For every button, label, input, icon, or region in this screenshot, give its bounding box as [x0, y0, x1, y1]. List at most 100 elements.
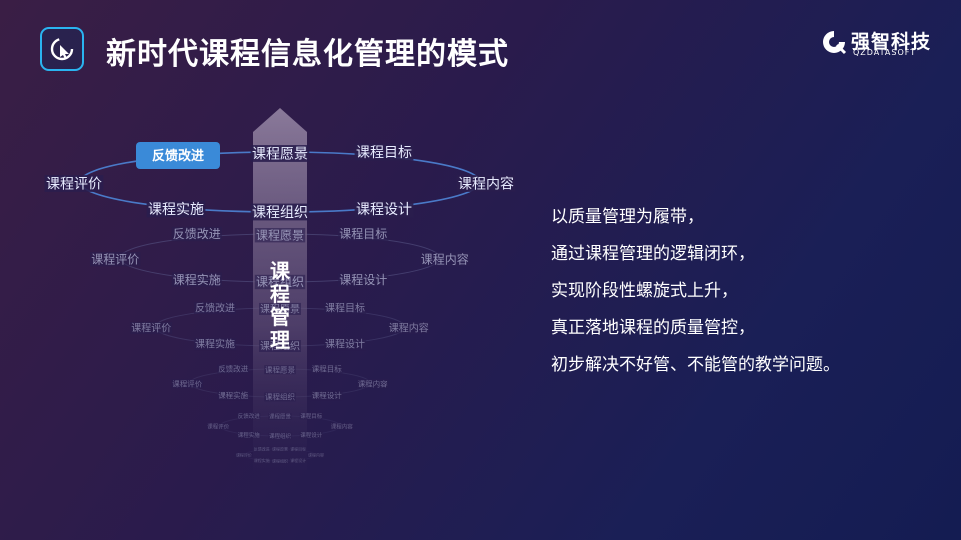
ring-label-evaluation: 课程评价 — [236, 452, 252, 458]
ring-label-goal: 课程目标 — [300, 412, 323, 420]
ring-label-organization: 课程组织 — [272, 457, 288, 463]
ring-label-content: 课程内容 — [308, 452, 324, 458]
logo-name: 强智科技 — [851, 31, 932, 53]
ring-label-backing — [311, 391, 343, 401]
ring-label-backing — [289, 446, 307, 452]
ring-label-backing — [171, 226, 222, 242]
ring-label-backing — [456, 175, 516, 192]
ring-label-backing — [271, 458, 289, 464]
summary-line: 实现阶段性螺旋式上升， — [551, 281, 738, 300]
ring-label-backing — [44, 175, 104, 192]
ring-label-backing — [330, 423, 354, 430]
page-title: 新时代课程信息化管理的模式 — [106, 37, 509, 72]
ring-label-backing — [354, 143, 414, 161]
ring-label-backing — [311, 364, 343, 374]
ring-label-evaluation: 课程评价 — [91, 251, 139, 266]
summary-line: 初步解决不好管、不能管的教学问题。 — [551, 355, 840, 374]
ring-label-implementation: 课程实施 — [238, 431, 261, 439]
ring-label-design: 课程设计 — [325, 338, 365, 351]
ring-label-backing — [250, 145, 310, 162]
ring-label-vision: 课程愿景 — [265, 365, 295, 374]
ring-label-organization: 课程组织 — [269, 432, 292, 440]
ring-label-organization: 课程组织 — [260, 340, 300, 353]
ring-label-backing — [194, 302, 236, 314]
summary-line: 以质量管理为履带， — [551, 207, 704, 226]
ring-label-vision: 课程愿景 — [272, 446, 288, 452]
ring-label-organization: 课程组织 — [265, 392, 295, 402]
ring-label-content: 课程内容 — [458, 175, 514, 191]
ring-label-backing — [264, 365, 296, 375]
ring-label-design: 课程设计 — [300, 431, 323, 439]
ring-label-backing — [271, 446, 289, 452]
ring-label-backing — [299, 412, 323, 420]
ring-label-organization: 课程组织 — [252, 204, 308, 220]
ring-label-backing — [354, 200, 414, 218]
ring-label-feedback: 反馈改进 — [173, 227, 221, 241]
ring-label-content: 课程内容 — [331, 422, 354, 430]
ring-label-backing — [254, 274, 306, 290]
ring-label-backing — [307, 452, 325, 458]
ring-label-content: 课程内容 — [421, 251, 469, 266]
ring-label-feedback: 反馈改进 — [254, 445, 270, 451]
center-label-char: 理 — [270, 330, 290, 352]
ring-label-backing — [254, 228, 306, 243]
ring-label-backing — [171, 272, 222, 287]
ring-label-backing — [237, 412, 261, 420]
ring-label-backing — [194, 338, 236, 351]
ring-label-evaluation: 课程评价 — [172, 379, 202, 388]
ring-label-design: 课程设计 — [312, 390, 342, 400]
ring-label-backing — [264, 392, 296, 402]
ring-label-vision: 课程愿景 — [252, 145, 308, 161]
summary-line: 真正落地课程的质量管控， — [551, 318, 755, 337]
ring-label-backing — [324, 338, 366, 351]
ring-label-vision: 课程愿景 — [256, 227, 304, 242]
ring-label-implementation: 课程实施 — [173, 272, 221, 287]
ring-label-implementation: 课程实施 — [218, 390, 248, 400]
qz-logo-icon — [823, 31, 847, 55]
ring-label-backing — [387, 321, 430, 334]
ring-label-design: 课程设计 — [339, 272, 387, 287]
ring-label-content: 课程内容 — [358, 378, 388, 388]
ring-label-design: 课程设计 — [356, 201, 412, 217]
ring-label-vision: 课程愿景 — [269, 412, 292, 420]
ring-label-backing — [289, 458, 307, 463]
ring-label-evaluation: 课程评价 — [46, 175, 102, 191]
ring-label-backing — [268, 432, 292, 440]
ring-label-feedback: 反馈改进 — [218, 364, 248, 374]
feedback-badge-label: 反馈改进 — [152, 148, 204, 163]
ring-label-evaluation: 课程评价 — [207, 422, 230, 430]
ring-label-backing — [237, 431, 261, 439]
ring-label-backing — [171, 379, 204, 389]
company-logo: 强智科技 QZDATASOFT — [821, 27, 931, 59]
ring-label-backing — [299, 431, 323, 439]
ring-label-backing — [324, 302, 366, 314]
ring-label-vision: 课程愿景 — [260, 303, 300, 315]
ring-label-design: 课程设计 — [290, 457, 306, 463]
ring-label-backing — [253, 446, 271, 452]
ring-label-backing — [235, 452, 253, 458]
center-label-char: 课 — [270, 260, 291, 283]
ring-label-goal: 课程目标 — [356, 144, 412, 160]
center-label-char: 程 — [270, 283, 290, 306]
ring-label-goal: 课程目标 — [339, 226, 387, 241]
cursor-target-icon — [40, 27, 84, 71]
ring-label-evaluation: 课程评价 — [131, 322, 171, 334]
ring-label-backing — [259, 340, 301, 352]
logo-subtitle: QZDATASOFT — [853, 48, 917, 57]
ring-label-backing — [206, 423, 230, 430]
ring-label-content: 课程内容 — [389, 321, 429, 334]
ring-label-backing — [268, 413, 292, 420]
ring-label-backing — [338, 272, 389, 287]
ring-label-backing — [338, 226, 389, 242]
center-label-char: 管 — [270, 305, 290, 329]
ring-label-backing — [130, 321, 173, 334]
ring-label-backing — [419, 252, 470, 267]
feedback-badge — [136, 142, 220, 169]
ring-label-backing — [250, 203, 310, 221]
ring-label-backing — [259, 302, 301, 315]
ring-label-implementation: 课程实施 — [148, 201, 204, 217]
ring-label-backing — [90, 252, 141, 267]
ring-label-implementation: 课程实施 — [195, 338, 235, 351]
ring-label-backing — [253, 458, 271, 463]
